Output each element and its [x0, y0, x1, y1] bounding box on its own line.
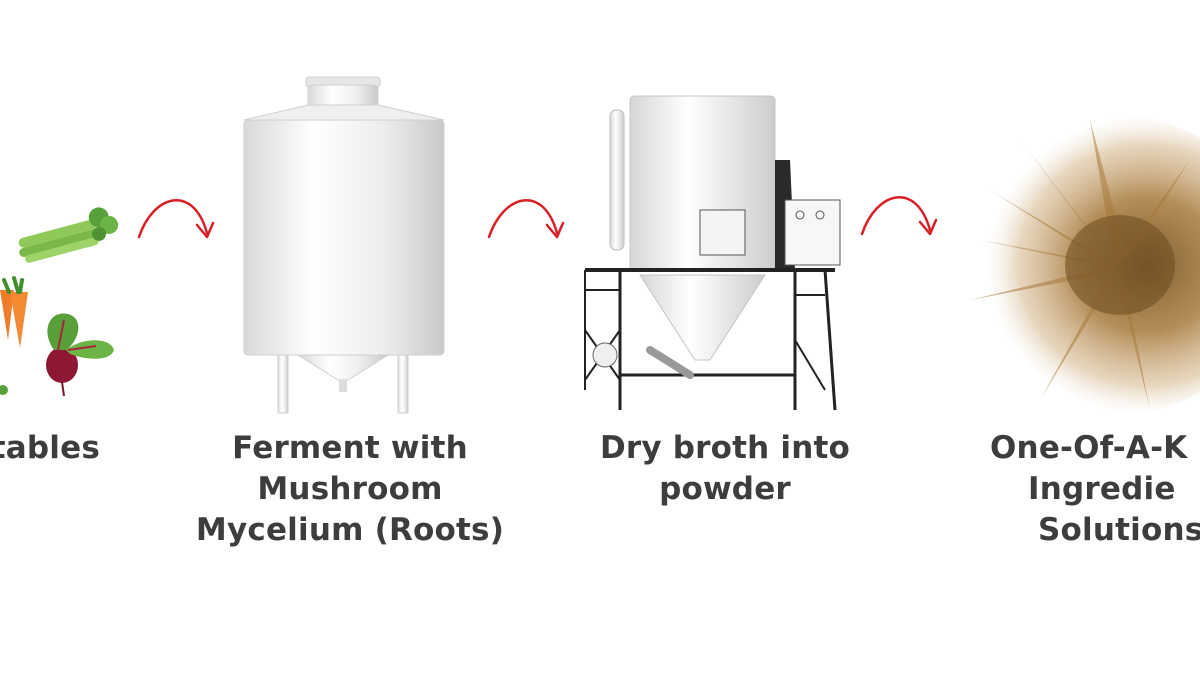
- step-caption-ferment: Ferment with Mushroom Mycelium (Roots): [195, 430, 505, 548]
- spray-dryer-illustration: [584, 95, 841, 411]
- curved-arrow-icon: [137, 199, 215, 239]
- curved-arrow-icon: [860, 196, 938, 236]
- vegetables-illustration: [0, 207, 119, 397]
- curved-arrow-icon: [487, 199, 565, 239]
- powder-burst-illustration: [955, 115, 1200, 415]
- fermentation-tank-illustration: [243, 76, 445, 414]
- step-caption-vegetables: tables: [0, 430, 100, 466]
- step-caption-solutions: One-Of-A-K Ingredie Solutions: [990, 430, 1200, 548]
- step-caption-dry: Dry broth into powder: [599, 430, 851, 507]
